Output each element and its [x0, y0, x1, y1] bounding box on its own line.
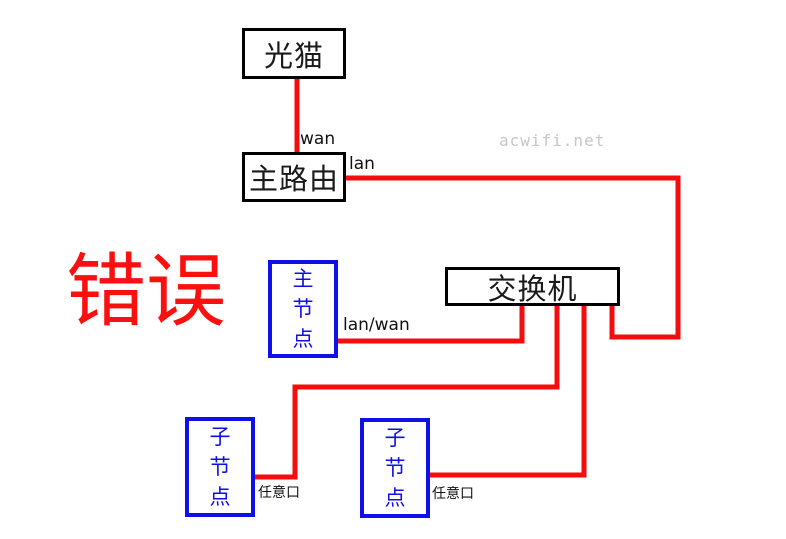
node-main-router-label: 主路由 [248, 162, 339, 196]
node-modem-label: 光猫 [263, 38, 324, 73]
link-router-lan-to-switch [346, 175, 681, 340]
node-child-node-1-label: 子节点 [209, 425, 231, 509]
port-label-wan: wan [300, 129, 336, 149]
link-switch-to-main-node [337, 305, 525, 344]
port-label-any-port-1: 任意口 [258, 485, 300, 501]
node-modem: 光猫 [242, 28, 346, 79]
node-child-node-2: 子节点 [360, 418, 430, 518]
link-switch-to-child-node-2 [429, 305, 587, 478]
port-label-lan-wan: lan/wan [343, 315, 410, 335]
node-switch: 交换机 [445, 267, 620, 306]
node-main-node-label: 主节点 [292, 267, 314, 351]
node-main-router: 主路由 [242, 152, 346, 202]
port-label-any-port-2: 任意口 [432, 486, 474, 502]
error-annotation: 错误 [66, 245, 226, 338]
node-child-node-1: 子节点 [185, 417, 255, 517]
link-switch-to-child-node-1 [254, 305, 560, 480]
node-switch-label: 交换机 [487, 271, 578, 306]
watermark-text: acwifi.net [499, 131, 606, 150]
node-child-node-2-label: 子节点 [384, 426, 406, 510]
port-label-lan: lan [349, 154, 375, 174]
node-main-node: 主节点 [268, 260, 338, 358]
